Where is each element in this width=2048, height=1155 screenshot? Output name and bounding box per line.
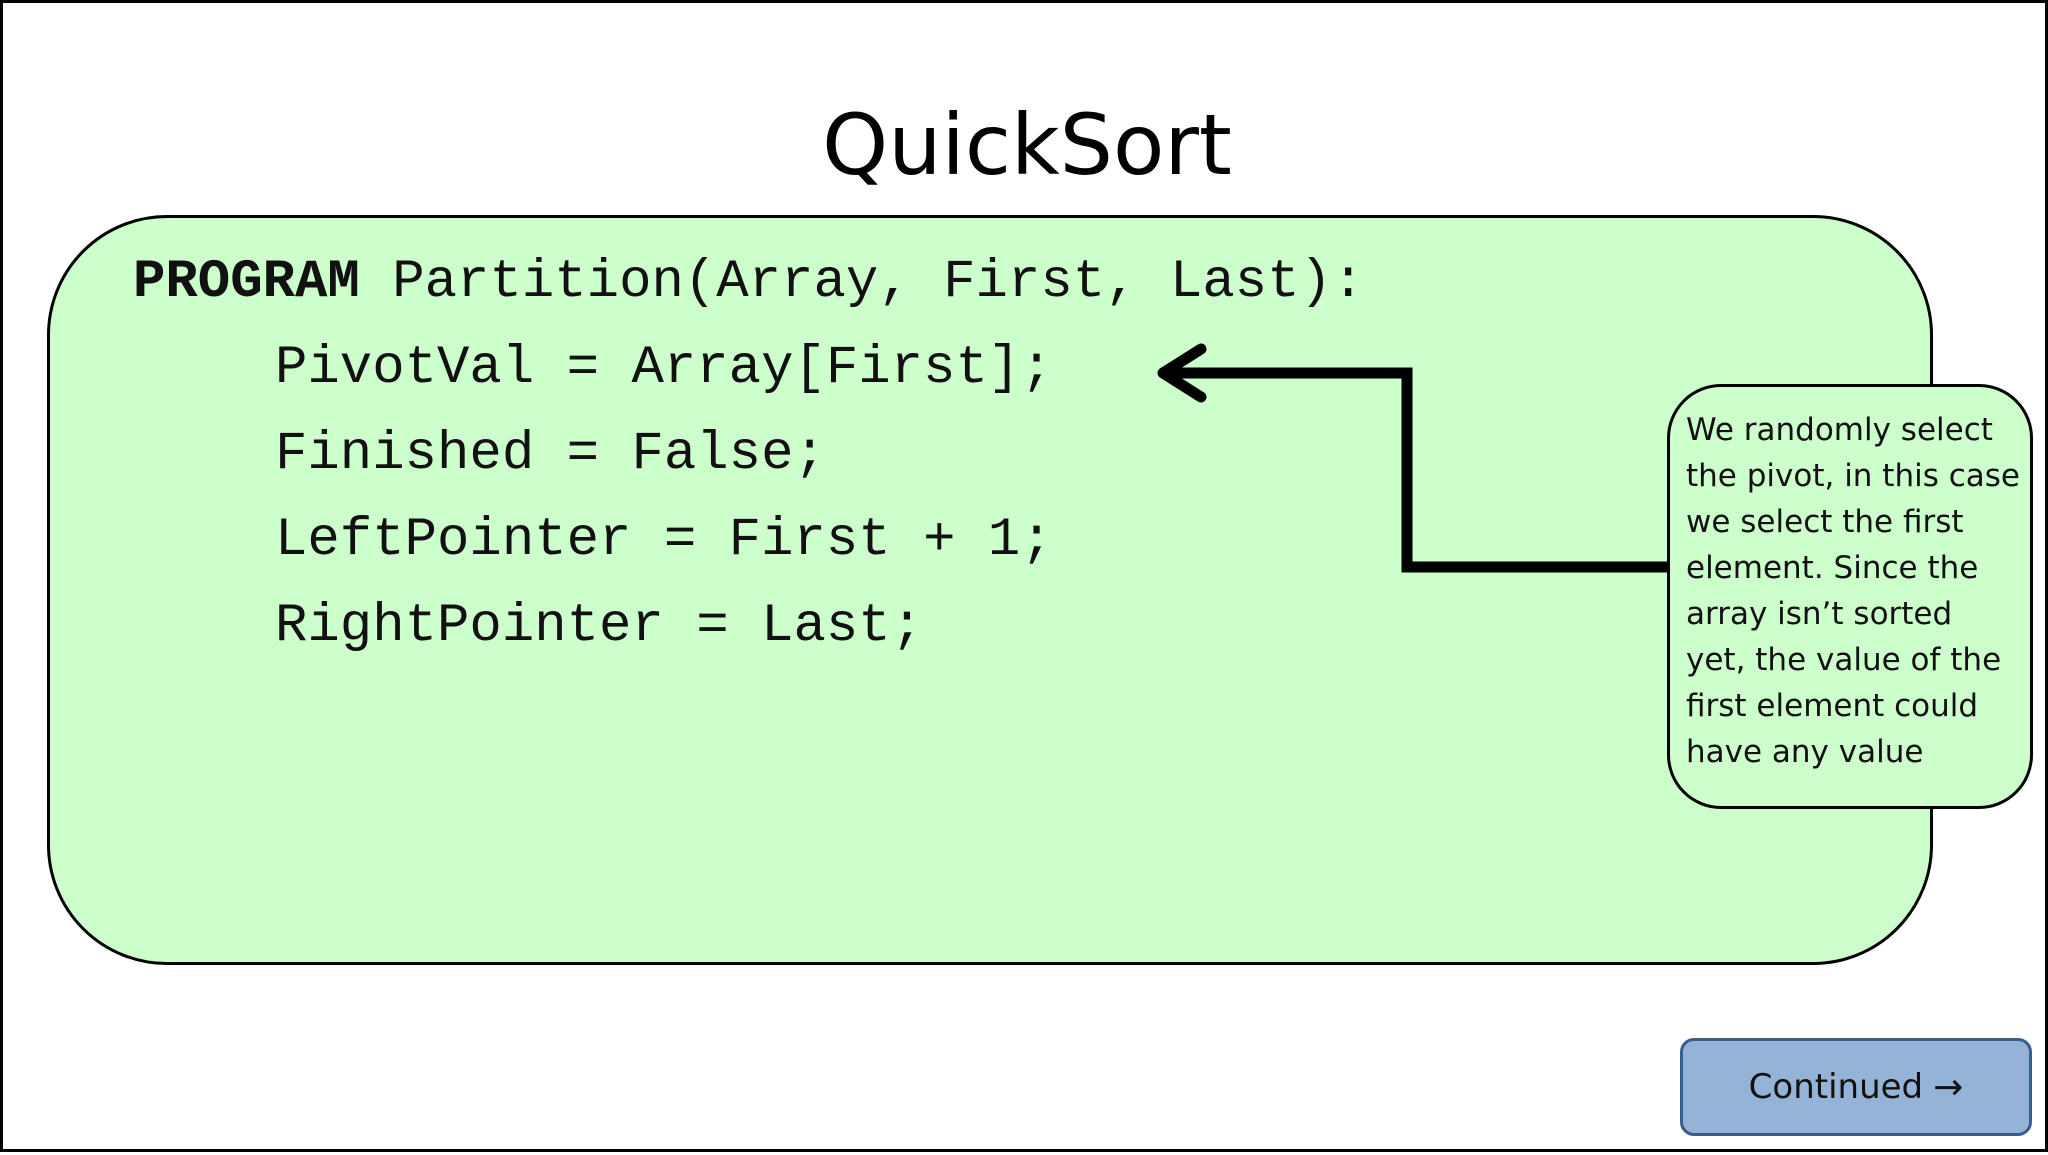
arrow-right-icon: →	[1933, 1066, 1964, 1108]
pivot-callout: We randomly select the pivot, in this ca…	[1667, 384, 2033, 809]
continue-button[interactable]: Continued →	[1680, 1038, 2032, 1136]
code-block: PROGRAM Partition(Array, First, Last): P…	[133, 251, 1364, 681]
code-box	[47, 215, 1933, 965]
slide-title: QuickSort	[822, 96, 1232, 194]
code-line-rightpointer: RightPointer = Last;	[275, 596, 924, 657]
code-line-signature: PROGRAM Partition(Array, First, Last):	[133, 251, 1364, 337]
code-line-leftpointer: LeftPointer = First + 1;	[275, 510, 1053, 571]
code-signature: Partition(Array, First, Last):	[392, 252, 1365, 313]
code-line-pivot: PivotVal = Array[First];	[275, 338, 1053, 399]
code-keyword: PROGRAM	[133, 252, 360, 313]
callout-arrow	[1157, 343, 1667, 573]
code-line-finished: Finished = False;	[275, 424, 826, 485]
continue-label: Continued	[1748, 1067, 1924, 1107]
